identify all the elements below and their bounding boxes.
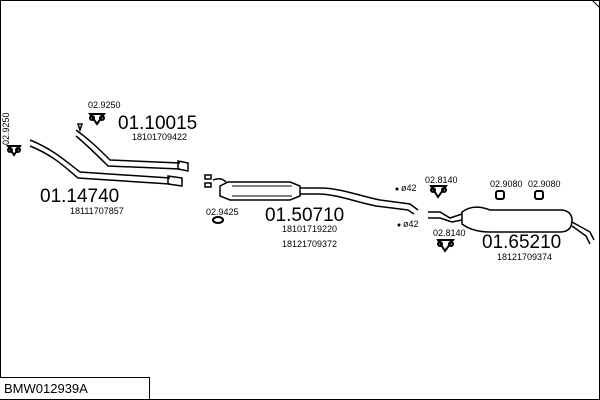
rear-silencer-01-65210[interactable] — [428, 206, 595, 245]
clamp-icon-8140-top[interactable] — [429, 185, 448, 199]
part-number-p3[interactable]: 01.50710 — [265, 205, 345, 226]
seal-ring-icon[interactable] — [212, 216, 224, 224]
part-number-p1[interactable]: 01.10015 — [118, 113, 198, 134]
oem-number-p3b: 18121709372 — [282, 239, 338, 249]
label-a5: 02.8140 — [433, 228, 466, 238]
oem-number-p3a: 18101719220 — [282, 224, 338, 234]
clamp-icon-left[interactable] — [6, 145, 22, 157]
connector-icon[interactable] — [204, 174, 227, 188]
front-pipe-01-10015[interactable] — [75, 129, 189, 172]
clamp-icon-mid[interactable] — [88, 113, 106, 126]
hanger-icon-right[interactable] — [534, 190, 544, 200]
label-a1: 02.9250 — [1, 112, 11, 145]
label-a3: 02.9425 — [206, 207, 239, 217]
front-pipe-01-14740[interactable] — [29, 139, 183, 187]
diameter-label-2: ø42 — [403, 219, 419, 229]
part-number-p2[interactable]: 01.14740 — [40, 186, 120, 207]
diameter-markers — [395, 187, 401, 227]
hanger-icon-left[interactable] — [495, 190, 505, 200]
label-a2: 02.9250 — [88, 100, 121, 110]
oem-number-p4: 18121709374 — [497, 252, 553, 262]
middle-silencer-01-50710[interactable] — [219, 181, 419, 215]
part-number-p4[interactable]: 01.65210 — [482, 232, 562, 253]
oem-number-p2: 18111707857 — [70, 206, 124, 216]
flange-icon-top — [76, 123, 84, 133]
clamp-icon-8140-bottom[interactable] — [436, 239, 455, 253]
label-a6: 02.9080 — [490, 179, 523, 189]
diagram-code-box — [0, 377, 150, 399]
corner-mark — [591, 0, 600, 9]
label-a7: 02.9080 — [528, 179, 561, 189]
diameter-label-1: ø42 — [401, 183, 417, 193]
label-a4: 02.8140 — [425, 175, 458, 185]
oem-number-p1: 18101709422 — [132, 132, 188, 142]
diagram-code: BMW012939A — [4, 381, 88, 396]
